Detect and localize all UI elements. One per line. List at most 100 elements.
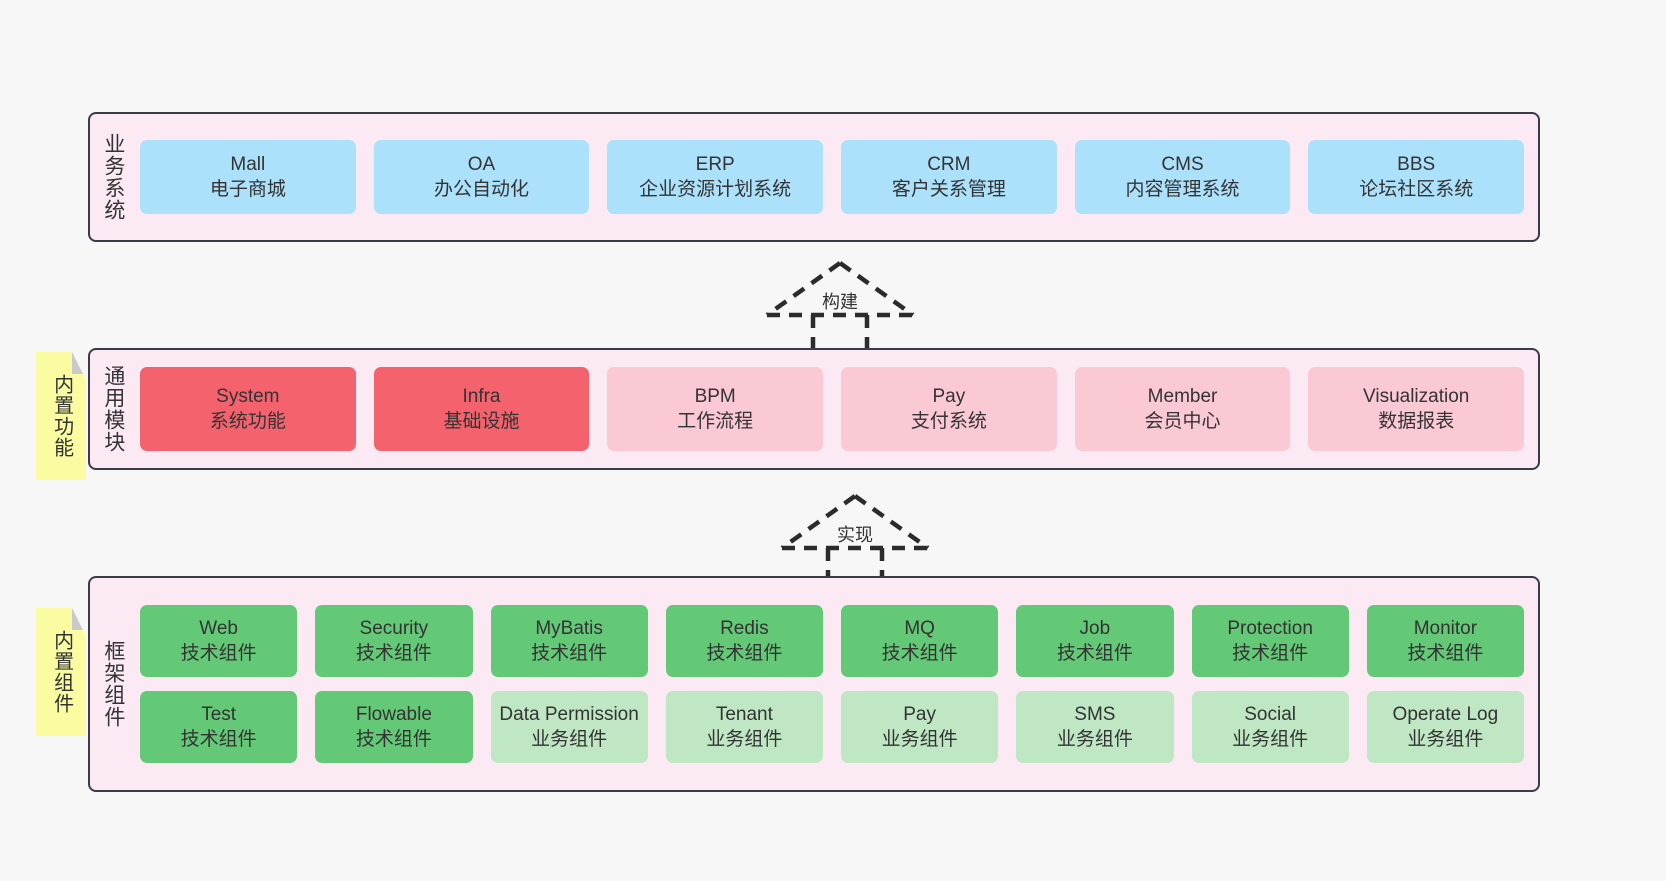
card-crm[interactable]: CRM 客户关系管理	[841, 140, 1057, 214]
card-subtitle: 业务组件	[881, 729, 958, 750]
card-title: Member	[1147, 385, 1218, 407]
card-subtitle: 业务组件	[1056, 729, 1133, 750]
card-title: Tenant	[715, 703, 773, 725]
card-test[interactable]: Test 技术组件	[140, 691, 298, 763]
card-pay[interactable]: Pay 支付系统	[841, 367, 1057, 451]
note-fold-corner-icon	[72, 352, 86, 374]
card-subtitle: 会员中心	[1144, 411, 1221, 432]
card-social[interactable]: Social 业务组件	[1191, 691, 1349, 763]
connector-label: 构建	[822, 292, 858, 312]
card-subtitle: 技术组件	[355, 643, 432, 664]
layer-body-common-module: System 系统功能 Infra 基础设施 BPM 工作流程 Pay 支付系统…	[136, 350, 1538, 468]
card-subtitle: 工作流程	[677, 411, 754, 432]
card-subtitle: 业务组件	[531, 729, 608, 750]
card-title: Visualization	[1363, 385, 1470, 407]
card-title: Data Permission	[499, 703, 639, 725]
card-mall[interactable]: Mall 电子商城	[140, 140, 356, 214]
card-title: Pay	[932, 385, 966, 407]
card-security[interactable]: Security 技术组件	[315, 605, 473, 677]
card-job[interactable]: Job 技术组件	[1016, 605, 1174, 677]
card-title: MyBatis	[535, 617, 603, 639]
card-title: Mall	[230, 153, 266, 175]
card-title: CRM	[927, 153, 971, 175]
card-mq[interactable]: MQ 技术组件	[841, 605, 999, 677]
card-title: Infra	[462, 385, 501, 407]
card-title: Job	[1079, 617, 1111, 639]
card-infra[interactable]: Infra 基础设施	[373, 367, 590, 451]
card-subtitle: 技术组件	[1232, 643, 1309, 664]
note-label: 内置组件	[50, 630, 73, 714]
layer-business-system: 业务系统 Mall 电子商城 OA 办公自动化 ERP 企业资源计划系统 CRM…	[88, 112, 1540, 242]
card-title: Redis	[720, 617, 769, 639]
card-subtitle: 业务组件	[1232, 729, 1309, 750]
card-title: MQ	[904, 617, 935, 639]
card-bbs[interactable]: BBS 论坛社区系统	[1308, 140, 1525, 214]
layer-framework-component: 框架组件 Web 技术组件 Security 技术组件 MyBatis 技术组件…	[88, 576, 1540, 792]
card-erp[interactable]: ERP 企业资源计划系统	[607, 140, 824, 214]
card-bpm[interactable]: BPM 工作流程	[607, 367, 824, 451]
card-title: Protection	[1227, 617, 1313, 639]
layer-body-business-system: Mall 电子商城 OA 办公自动化 ERP 企业资源计划系统 CRM 客户关系…	[136, 114, 1538, 240]
card-title: Pay	[903, 703, 936, 725]
connector-build: 构建	[755, 255, 925, 355]
card-title: System	[216, 385, 280, 407]
card-subtitle: 技术组件	[1056, 643, 1133, 664]
card-pay-business[interactable]: Pay 业务组件	[841, 691, 999, 763]
card-title: Operate Log	[1392, 703, 1499, 725]
card-flowable[interactable]: Flowable 技术组件	[315, 691, 473, 763]
card-subtitle: 技术组件	[1407, 643, 1484, 664]
card-monitor[interactable]: Monitor 技术组件	[1366, 605, 1524, 677]
card-subtitle: 业务组件	[706, 729, 783, 750]
card-subtitle: 支付系统	[910, 411, 987, 432]
layer-title-business-system: 业务系统	[101, 133, 125, 221]
card-subtitle: 电子商城	[209, 179, 286, 200]
card-row: Mall 电子商城 OA 办公自动化 ERP 企业资源计划系统 CRM 客户关系…	[140, 140, 1525, 214]
card-subtitle: 内容管理系统	[1125, 179, 1240, 200]
card-sms[interactable]: SMS 业务组件	[1016, 691, 1174, 763]
card-subtitle: 企业资源计划系统	[639, 179, 792, 200]
card-title: Test	[201, 703, 237, 725]
card-subtitle: 客户关系管理	[891, 179, 1006, 200]
card-title: Social	[1244, 703, 1296, 725]
note-fold-corner-icon	[72, 608, 86, 630]
card-title: BBS	[1397, 153, 1436, 175]
card-subtitle: 数据报表	[1378, 411, 1455, 432]
card-subtitle: 技术组件	[180, 643, 257, 664]
card-oa[interactable]: OA 办公自动化	[373, 140, 590, 214]
card-title: CMS	[1161, 153, 1204, 175]
card-data-permission[interactable]: Data Permission 业务组件	[490, 691, 648, 763]
card-subtitle: 办公自动化	[434, 179, 530, 200]
card-title: Monitor	[1413, 617, 1478, 639]
layer-title-common-module: 通用模块	[101, 365, 125, 453]
card-title: OA	[467, 153, 496, 175]
card-redis[interactable]: Redis 技术组件	[665, 605, 823, 677]
layer-body-framework-component: Web 技术组件 Security 技术组件 MyBatis 技术组件 Redi…	[136, 578, 1538, 790]
card-subtitle: 基础设施	[443, 411, 520, 432]
card-row: System 系统功能 Infra 基础设施 BPM 工作流程 Pay 支付系统…	[140, 367, 1525, 451]
card-web[interactable]: Web 技术组件	[140, 605, 298, 677]
note-label: 内置功能	[50, 374, 73, 458]
card-visualization[interactable]: Visualization 数据报表	[1308, 367, 1525, 451]
card-protection[interactable]: Protection 技术组件	[1191, 605, 1349, 677]
card-member[interactable]: Member 会员中心	[1074, 367, 1291, 451]
card-system[interactable]: System 系统功能	[140, 367, 356, 451]
card-title: Web	[199, 617, 238, 639]
sticky-note-builtin-function: 内置功能	[36, 352, 86, 480]
card-title: BPM	[694, 385, 736, 407]
layer-title-framework-component: 框架组件	[101, 640, 125, 728]
card-title: ERP	[695, 153, 735, 175]
card-operate-log[interactable]: Operate Log 业务组件	[1366, 691, 1524, 763]
card-title: Security	[359, 617, 429, 639]
card-tenant[interactable]: Tenant 业务组件	[665, 691, 823, 763]
card-subtitle: 系统功能	[209, 411, 286, 432]
card-subtitle: 论坛社区系统	[1359, 179, 1474, 200]
card-subtitle: 技术组件	[180, 729, 257, 750]
sticky-note-builtin-component: 内置组件	[36, 608, 86, 736]
card-mybatis[interactable]: MyBatis 技术组件	[490, 605, 648, 677]
layer-common-module: 通用模块 System 系统功能 Infra 基础设施 BPM 工作流程 Pay…	[88, 348, 1540, 470]
card-subtitle: 技术组件	[706, 643, 783, 664]
card-row: Test 技术组件 Flowable 技术组件 Data Permission …	[140, 691, 1524, 763]
card-subtitle: 技术组件	[881, 643, 958, 664]
card-cms[interactable]: CMS 内容管理系统	[1074, 140, 1291, 214]
